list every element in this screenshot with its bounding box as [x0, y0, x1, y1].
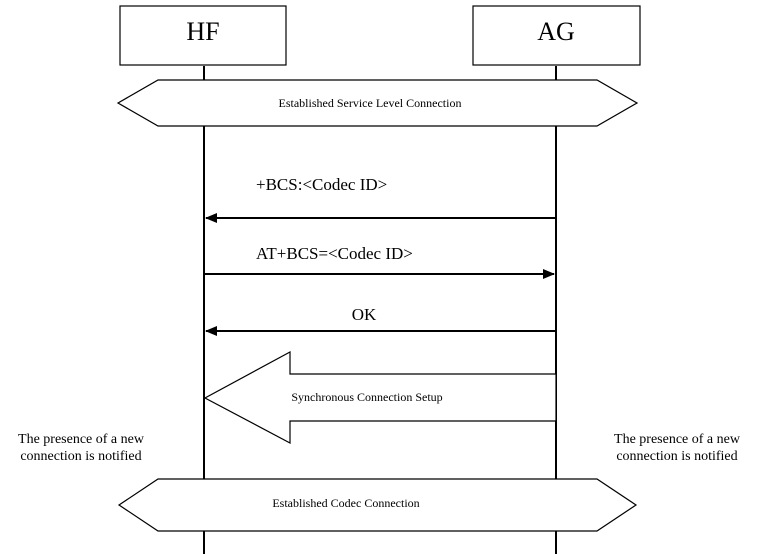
- hf-note-line-1: The presence of a new: [18, 432, 144, 447]
- hf-participant-box: HF: [119, 5, 287, 66]
- ag-participant-box: AG: [472, 5, 641, 66]
- ag-participant-label: AG: [537, 17, 575, 46]
- codec-state-label: Established Codec Connection: [272, 496, 419, 510]
- codec-state: Established Codec Connection: [117, 478, 638, 532]
- service-level-state-label: Established Service Level Connection: [279, 96, 462, 110]
- hf-note-line-2: connection is notified: [20, 449, 142, 464]
- message-at-bcs-label: AT+BCS=<Codec ID>: [256, 244, 413, 263]
- hf-participant-label: HF: [186, 17, 219, 46]
- synchronous-connection-setup-label: Synchronous Connection Setup: [291, 390, 442, 404]
- synchronous-connection-setup-arrow: Synchronous Connection Setup: [203, 350, 557, 444]
- message-ok-label: OK: [352, 305, 377, 324]
- message-bcs-label: +BCS:<Codec ID>: [256, 175, 387, 194]
- service-level-state: Established Service Level Connection: [116, 79, 639, 127]
- ag-note-line-1: The presence of a new: [614, 432, 740, 447]
- hf-notification-note: The presence of a new connection is noti…: [0, 431, 162, 465]
- ag-note-line-2: connection is notified: [616, 449, 738, 464]
- ag-notification-note: The presence of a new connection is noti…: [597, 431, 757, 465]
